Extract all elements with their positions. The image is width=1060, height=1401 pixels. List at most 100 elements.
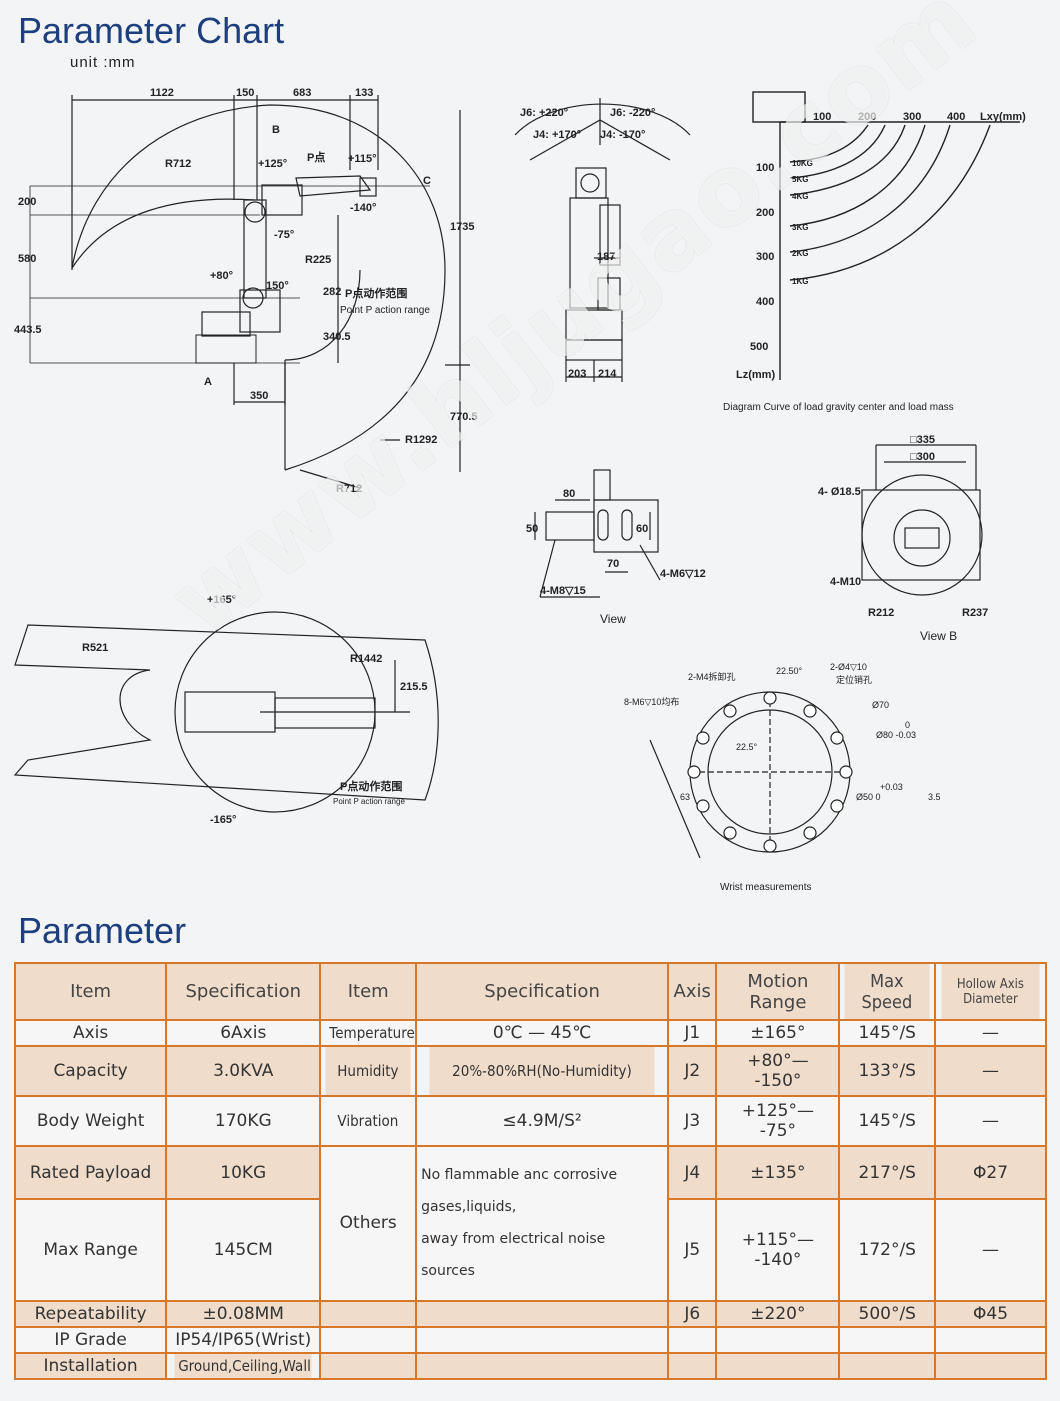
dim-683: 683 bbox=[293, 87, 311, 99]
empty-cell bbox=[319, 1351, 418, 1381]
empty-cell bbox=[715, 1351, 841, 1381]
header-motion-range: Motion Range bbox=[715, 962, 841, 1021]
range-j4: ±135° bbox=[715, 1144, 841, 1201]
header-specification: Specification bbox=[165, 962, 322, 1021]
p-point-label: P点 bbox=[307, 150, 325, 164]
curve-4kg: 4KG bbox=[792, 192, 808, 201]
spec-ip-grade: IP54/IP65(Wrist) bbox=[165, 1325, 322, 1354]
side-view-drawing bbox=[29, 95, 470, 489]
hole-m10: 4-M10 bbox=[830, 576, 861, 588]
dim-340: 340.5 bbox=[323, 331, 351, 343]
angle-150: 150° bbox=[266, 280, 289, 292]
wrist-tol-0: 0 bbox=[905, 720, 910, 730]
top-view-drawing bbox=[13, 611, 439, 813]
item-repeatability: Repeatability bbox=[13, 1299, 168, 1328]
y-tick-300: 300 bbox=[756, 251, 774, 263]
item-vibration: Vibration bbox=[324, 1095, 413, 1147]
item-installation: Installation bbox=[13, 1351, 168, 1381]
wrist-holes bbox=[687, 691, 853, 853]
view-detail-drawing bbox=[534, 469, 661, 598]
speed-j5: 172°/S bbox=[838, 1198, 937, 1302]
curve-3kg: 3KG bbox=[792, 223, 808, 232]
curve-1kg: 1KG bbox=[792, 277, 808, 286]
dim-187: 187 bbox=[597, 251, 615, 263]
spec-capacity: 3.0KVA bbox=[165, 1045, 322, 1098]
x-tick-300: 300 bbox=[903, 111, 921, 123]
y-axis-label: Lz(mm) bbox=[736, 369, 775, 381]
speed-j2: 133°/S bbox=[838, 1045, 937, 1098]
header-item: Item bbox=[13, 962, 168, 1021]
empty-cell bbox=[667, 1351, 718, 1381]
y-tick-200: 200 bbox=[756, 207, 774, 219]
p-range-en-label: Point P action range bbox=[340, 305, 430, 316]
angle-165-pos: +165° bbox=[207, 594, 236, 606]
wrist-drawing bbox=[649, 691, 851, 859]
spec-max-range: 145CM bbox=[165, 1198, 322, 1302]
angle-80: +80° bbox=[210, 270, 233, 282]
wrist-3-5: 3.5 bbox=[928, 792, 941, 802]
load-chart-drawing bbox=[752, 91, 1020, 380]
item-max-range: Max Range bbox=[13, 1198, 168, 1302]
radius-r712-bottom: R712 bbox=[336, 483, 362, 495]
unit-label: unit :mm bbox=[70, 54, 136, 71]
load-chart-caption: Diagram Curve of load gravity center and… bbox=[723, 402, 954, 413]
marker-a: A bbox=[204, 376, 212, 388]
view-b-caption: View B bbox=[920, 629, 957, 643]
axis-j3: J3 bbox=[667, 1095, 718, 1147]
view-b-drawing bbox=[861, 444, 983, 596]
table-row: Installation Ground,Ceiling,Wall bbox=[13, 1351, 1047, 1381]
table-row: Body Weight 170KG Vibration ≤4.9M/S² J3 … bbox=[13, 1095, 1047, 1147]
range-j1: ±165° bbox=[715, 1018, 841, 1048]
empty-cell bbox=[667, 1325, 718, 1354]
hollow-j2: — bbox=[934, 1045, 1047, 1098]
hollow-j6: Φ45 bbox=[934, 1299, 1047, 1328]
item-ip-grade: IP Grade bbox=[13, 1325, 168, 1354]
header-item-2: Item bbox=[319, 962, 418, 1021]
header-specification-2: Specification bbox=[415, 962, 670, 1021]
dim-443: 443.5 bbox=[14, 324, 42, 336]
empty-cell bbox=[319, 1299, 418, 1328]
dim-300: □300 bbox=[910, 451, 935, 463]
angle-165-neg: -165° bbox=[210, 814, 236, 826]
parameter-table: Item Specification Item Specification Ax… bbox=[13, 962, 1047, 1381]
dim-580: 580 bbox=[18, 253, 36, 265]
axis-j6: J6 bbox=[667, 1299, 718, 1328]
header-hollow-axis: Hollow Axis Diameter bbox=[939, 962, 1042, 1021]
angle-125: +125° bbox=[258, 158, 287, 170]
others-note-line-1: No flammable anc corrosive gases,liquids… bbox=[421, 1167, 618, 1216]
p-range-cn-label: P点动作范围 bbox=[345, 286, 407, 300]
hollow-j1: — bbox=[934, 1018, 1047, 1048]
y-tick-400: 400 bbox=[756, 296, 774, 308]
dim-335: □335 bbox=[910, 434, 935, 446]
hole-18-5: 4- Ø18.5 bbox=[818, 486, 861, 498]
angle-115: +115° bbox=[348, 153, 377, 165]
axis-j2: J2 bbox=[667, 1045, 718, 1098]
top-p-range-cn: P点动作范围 bbox=[340, 779, 402, 793]
wrist-tol-plus: +0.03 bbox=[880, 782, 903, 792]
x-tick-400: 400 bbox=[947, 111, 965, 123]
technical-drawings: 1122 150 683 133 200 580 443.5 1735 770.… bbox=[13, 87, 1026, 893]
empty-cell bbox=[415, 1299, 670, 1328]
angle-140: -140° bbox=[350, 202, 376, 214]
range-j3: +125°— -75° bbox=[715, 1095, 841, 1147]
empty-cell bbox=[715, 1325, 841, 1354]
dim-133: 133 bbox=[355, 87, 373, 99]
view-caption: View bbox=[600, 612, 626, 626]
table-header-row: Item Specification Item Specification Ax… bbox=[13, 962, 1046, 1021]
hollow-j5: — bbox=[934, 1198, 1047, 1302]
wrist-caption: Wrist measurements bbox=[720, 882, 812, 893]
axis-j5: J5 bbox=[667, 1198, 718, 1302]
radius-r1442: R1442 bbox=[350, 653, 382, 665]
speed-j6: 500°/S bbox=[838, 1299, 937, 1328]
dim-50: 50 bbox=[526, 523, 538, 535]
x-axis-label: Lxy(mm) bbox=[980, 111, 1026, 123]
wrist-d70: Ø70 bbox=[872, 700, 889, 710]
axis-j1: J1 bbox=[667, 1018, 718, 1048]
radius-r1292: R1292 bbox=[405, 434, 437, 446]
hole-m6: 4-M6▽12 bbox=[660, 568, 706, 580]
dim-770: 770.5 bbox=[450, 411, 478, 423]
hollow-j3: — bbox=[934, 1095, 1047, 1147]
x-tick-100: 100 bbox=[813, 111, 831, 123]
others-note-line-2: away from electrical noise sources bbox=[421, 1231, 606, 1280]
table-row: Axis 6Axis Temperature 0℃ — 45℃ J1 ±165°… bbox=[13, 1018, 1047, 1048]
